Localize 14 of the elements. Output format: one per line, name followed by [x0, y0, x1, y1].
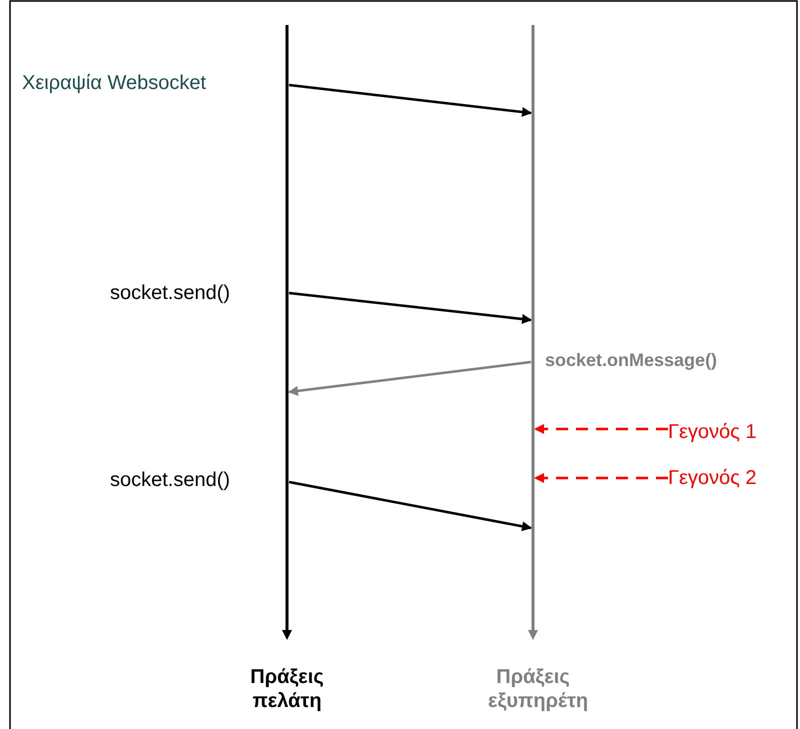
- arrow: [288, 360, 532, 396]
- edge-label: Χειραψία Websocket: [22, 71, 206, 95]
- edge-label: socket.send(): [110, 281, 230, 305]
- event-label: Γεγονός 2: [668, 466, 756, 490]
- arrow: [288, 292, 532, 324]
- lane-title: Πράξεις πελάτη: [249, 665, 325, 713]
- event-label: Γεγονός 1: [668, 420, 756, 444]
- arrow: [534, 473, 668, 483]
- edge-label: socket.onMessage(): [545, 349, 718, 372]
- arrow: [534, 424, 668, 434]
- arrow: [288, 84, 532, 117]
- arrow: [288, 480, 532, 532]
- lane-title: Πράξεις εξυπηρέτη: [487, 665, 590, 713]
- edge-label: socket.send(): [110, 468, 230, 492]
